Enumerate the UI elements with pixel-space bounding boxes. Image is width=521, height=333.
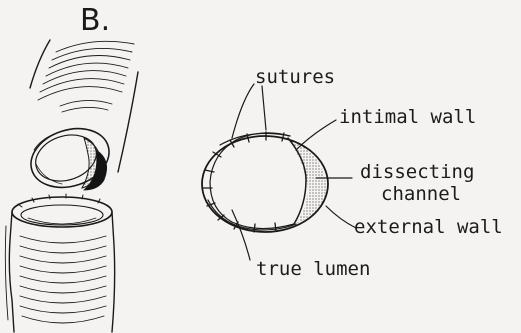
leader-lines [232, 84, 356, 260]
label-intimal-wall: intimal wall [339, 108, 476, 127]
label-dissecting: dissecting [360, 163, 474, 182]
upper-vessel-segment [23, 40, 138, 197]
cross-section [202, 132, 328, 232]
label-true-lumen: true lumen [256, 260, 370, 279]
label-channel: channel [381, 185, 461, 204]
label-sutures: sutures [255, 68, 335, 87]
lower-vessel-segment [5, 194, 114, 332]
label-external-wall: external wall [354, 218, 503, 237]
